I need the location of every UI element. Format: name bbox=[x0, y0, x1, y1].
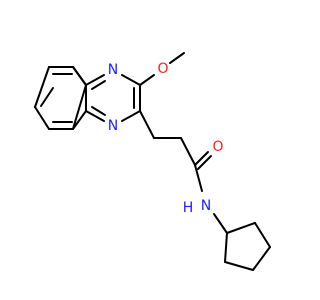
cyclopentyl-ring bbox=[213, 213, 271, 271]
pyrazine-ring bbox=[85, 74, 141, 122]
atom-label-n-amide: N bbox=[201, 198, 211, 214]
atom-label-n-lower: N bbox=[108, 118, 118, 134]
atom-label-n-upper: N bbox=[108, 62, 118, 78]
atom-label-o-carbonyl: O bbox=[212, 139, 223, 155]
propanamide-chain bbox=[139, 110, 212, 192]
methoxy-group bbox=[139, 52, 185, 86]
benzene-ring bbox=[34, 66, 87, 130]
chemical-structure-diagram: N N O O N H bbox=[34, 52, 271, 271]
atom-label-o-methoxy: O bbox=[157, 61, 168, 77]
atom-label-h-amide: H bbox=[183, 200, 194, 216]
